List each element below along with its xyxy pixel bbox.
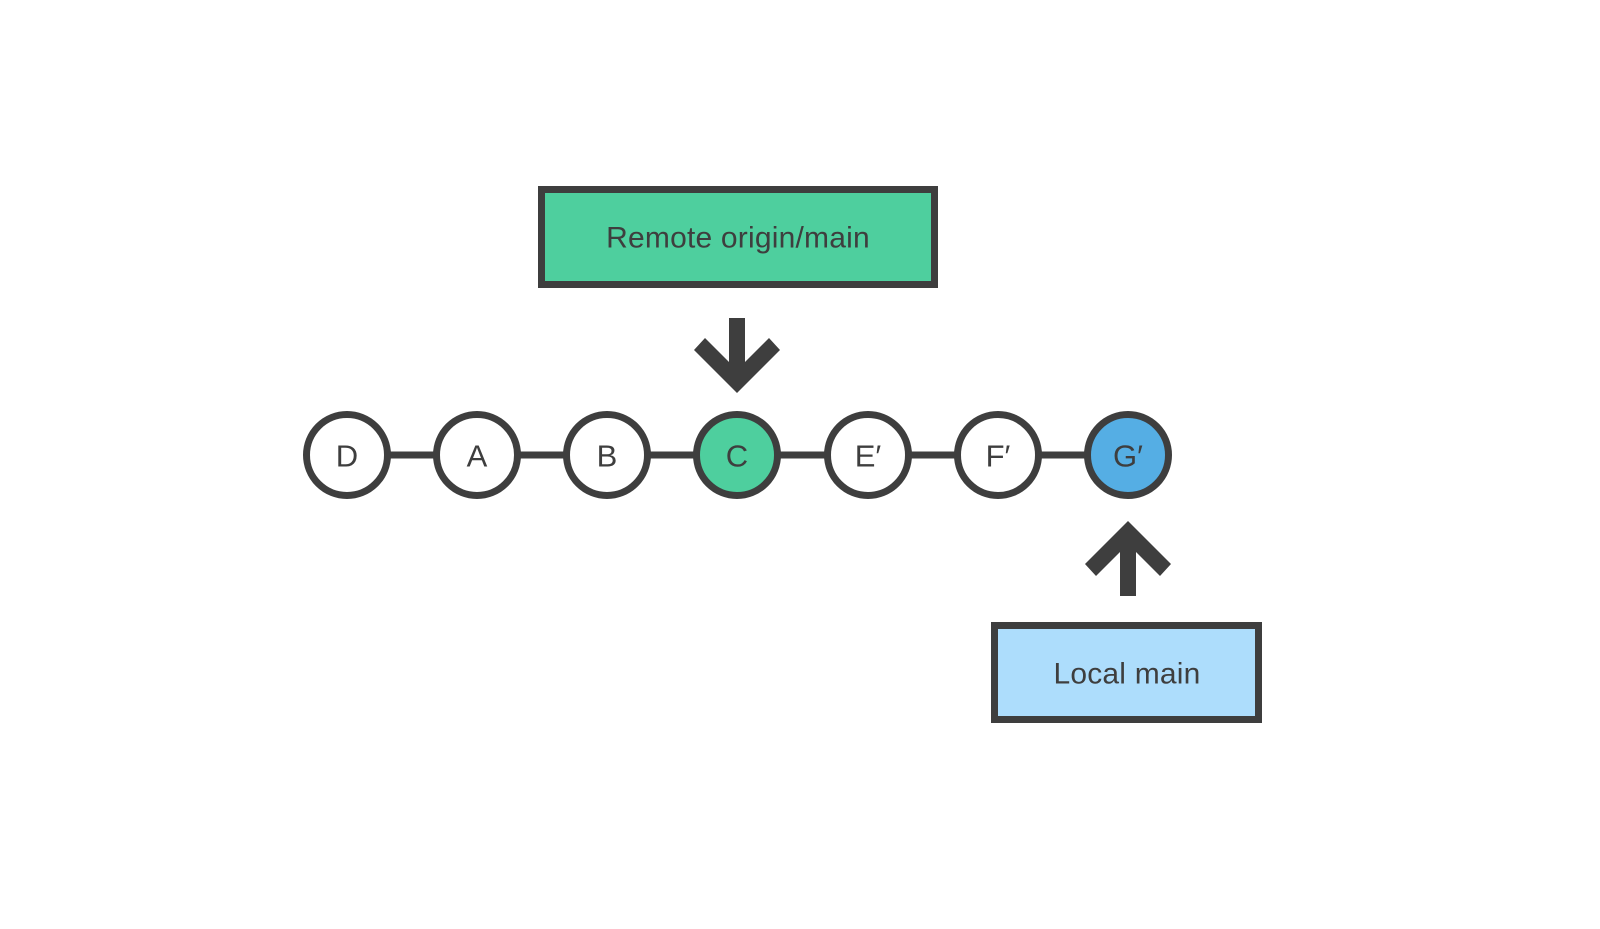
commit-nodes: D A B C E′ F′: [303, 411, 1172, 499]
remote-box-rect: [538, 186, 938, 288]
local-box-label: Local main: [1053, 658, 1200, 691]
commit-node-c-label: C: [726, 439, 748, 474]
commit-node-g-prime-label: G′: [1113, 439, 1143, 474]
commit-node-d[interactable]: D: [303, 411, 391, 499]
commit-node-a-circle: [433, 411, 521, 499]
remote-box-label: Remote origin/main: [606, 222, 870, 255]
commit-node-b-label: B: [597, 439, 618, 474]
arrow-up-icon: [1085, 521, 1171, 596]
commit-node-b-circle: [563, 411, 651, 499]
commit-node-d-label: D: [336, 439, 358, 474]
commit-node-e-prime[interactable]: E′: [824, 411, 912, 499]
local-box-rect: [991, 622, 1262, 723]
commit-node-a[interactable]: A: [433, 411, 521, 499]
commit-node-g-prime-circle: [1084, 411, 1172, 499]
commit-node-f-prime[interactable]: F′: [954, 411, 1042, 499]
remote-origin-main-box[interactable]: Remote origin/main: [538, 186, 938, 288]
commit-node-g-prime[interactable]: G′: [1084, 411, 1172, 499]
commit-node-d-circle: [303, 411, 391, 499]
commit-node-e-prime-label: E′: [855, 439, 882, 474]
commit-node-e-prime-circle: [824, 411, 912, 499]
commit-node-a-label: A: [467, 439, 488, 474]
commit-node-c-circle: [693, 411, 781, 499]
local-main-box[interactable]: Local main: [991, 622, 1262, 723]
remote-to-c-arrow: [694, 318, 780, 393]
commit-node-b[interactable]: B: [563, 411, 651, 499]
commit-node-f-prime-label: F′: [986, 439, 1011, 474]
arrow-down-icon: [694, 318, 780, 393]
local-to-gprime-arrow: [1085, 521, 1171, 596]
commit-node-f-prime-circle: [954, 411, 1042, 499]
commit-node-c[interactable]: C: [693, 411, 781, 499]
